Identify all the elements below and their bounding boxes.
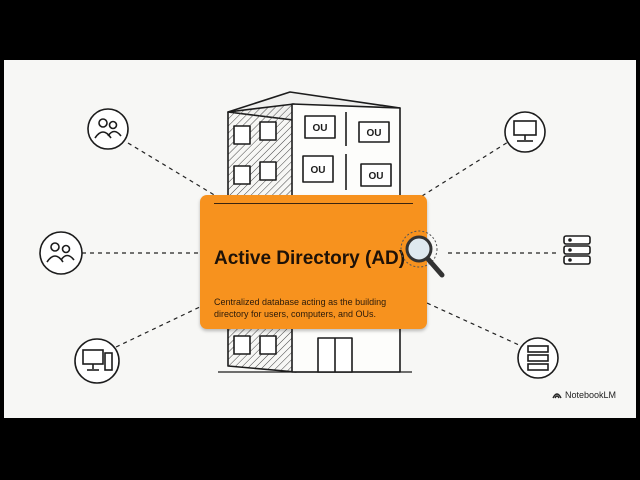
callout-title: Active Directory (AD) (214, 248, 406, 269)
computer-workstation-icon (74, 338, 120, 384)
building-window (259, 121, 277, 141)
building-window-ou (302, 155, 334, 183)
building-window (233, 125, 251, 145)
notebooklm-logo: NotebookLM (552, 388, 616, 402)
server-rack-icon (517, 337, 559, 379)
connector-right-top (421, 141, 509, 197)
left-nodes (39, 108, 129, 384)
active-directory-callout: Active Directory (AD) Centralized databa… (200, 195, 427, 329)
database-icon (563, 235, 591, 265)
ou-label: OU (369, 171, 384, 182)
notebooklm-logo-icon (552, 393, 562, 399)
users-group-icon (87, 108, 129, 150)
building-window (259, 335, 277, 355)
right-nodes (504, 111, 591, 379)
connector-lines (82, 141, 559, 348)
ou-label: OU (313, 123, 328, 134)
building-window-ou (304, 115, 336, 139)
magnifier-icon (400, 230, 445, 278)
callout-rule (214, 203, 413, 204)
building-window (233, 165, 251, 185)
ou-label: OU (311, 165, 326, 176)
server-monitor-icon (504, 111, 546, 153)
building-window-ou (358, 121, 390, 143)
slide: OU OU OU OU (4, 60, 636, 418)
callout-description: Centralized database acting as the build… (214, 297, 387, 319)
ou-label: OU (367, 128, 382, 139)
connector-left-top (127, 142, 217, 197)
building-window-ou (360, 163, 392, 187)
building-window (259, 161, 277, 181)
connector-left-bottom (115, 304, 205, 348)
building-window (233, 335, 251, 355)
connector-right-bottom (426, 302, 520, 346)
users-group-icon (39, 231, 83, 275)
logo-text: NotebookLM (565, 390, 617, 400)
